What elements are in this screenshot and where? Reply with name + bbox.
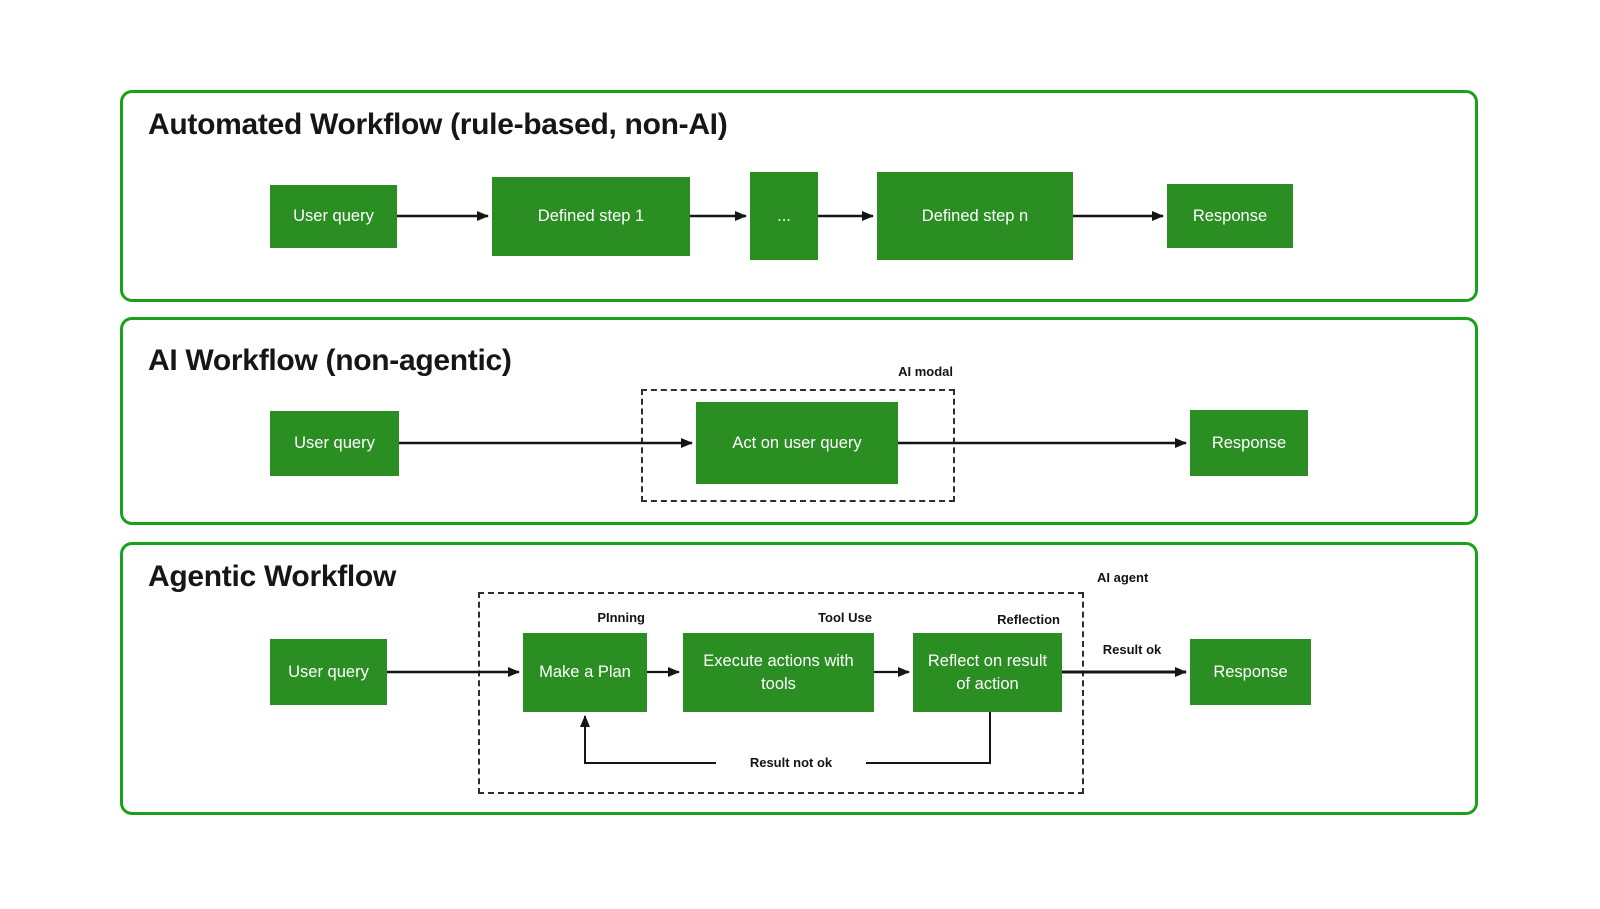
response-box-1: Response [1167, 184, 1293, 248]
ai-modal-label: AI modal [898, 364, 953, 379]
execute-actions-box: Execute actions with tools [683, 633, 874, 712]
act-on-user-query-box: Act on user query [696, 402, 898, 484]
defined-step-1-box: Defined step 1 [492, 177, 690, 256]
tool-use-step-label: Tool Use [818, 610, 872, 625]
planning-step-label: PInning [597, 610, 645, 625]
ellipsis-box: ... [750, 172, 818, 260]
ai-agent-label: AI agent [1097, 570, 1149, 585]
title-automated-workflow: Automated Workflow (rule-based, non-AI) [148, 108, 728, 141]
reflection-step-label: Reflection [997, 612, 1060, 627]
user-query-box-3: User query [270, 639, 387, 705]
result-not-ok-label: Result not ok [716, 755, 866, 770]
response-box-2: Response [1190, 410, 1308, 476]
response-box-3: Response [1190, 639, 1311, 705]
title-ai-workflow: AI Workflow (non-agentic) [148, 344, 512, 377]
reflect-on-result-box: Reflect on result of action [913, 633, 1062, 712]
ai-agent-group [478, 592, 1084, 794]
user-query-box-1: User query [270, 185, 397, 248]
make-a-plan-box: Make a Plan [523, 633, 647, 712]
result-ok-label: Result ok [1102, 642, 1162, 657]
defined-step-n-box: Defined step n [877, 172, 1073, 260]
title-agentic-workflow: Agentic Workflow [148, 560, 396, 593]
user-query-box-2: User query [270, 411, 399, 476]
ai-modal-group [641, 389, 955, 502]
